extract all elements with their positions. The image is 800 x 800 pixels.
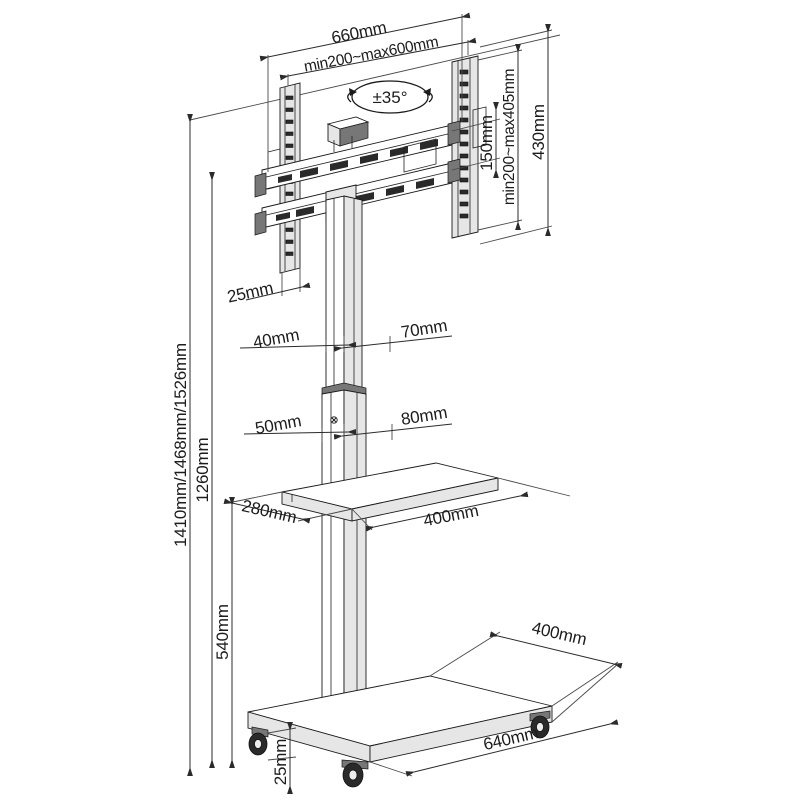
column-lower-section [321, 389, 367, 705]
tilt-lock-block [326, 116, 370, 152]
dim-vesa-vertical: min200~max405mm [477, 44, 523, 231]
column-height-label: 1260mm [193, 437, 212, 502]
dim-bracket-inner-height: 150mm [451, 102, 501, 178]
caster-front-left [248, 726, 269, 756]
shelf-height-label: 540mm [213, 604, 232, 660]
dim-bracket-height: 430mm [479, 24, 553, 245]
dim-overall-height: 1410mm/1468mm/1526mm [171, 114, 193, 776]
column-upper-section [325, 195, 363, 395]
tilt-angle-label: ±35° [372, 88, 407, 107]
caster-front-center [341, 759, 369, 788]
dim-column-width-upper: 70mm [333, 316, 453, 352]
dim-shelf-height: 540mm [213, 497, 235, 768]
caster-height-label: 25mm [271, 739, 290, 785]
bracket-inner-height-label: 150mm [477, 115, 496, 171]
bracket-end-caps [254, 120, 461, 236]
bracket-right-vertical-rail [451, 55, 487, 239]
overall-height-label: 1410mm/1468mm/1526mm [171, 343, 190, 547]
dim-column-height: 1260mm [193, 172, 215, 768]
bracket-height-label: 430mm [529, 104, 548, 160]
vesa-vertical-label: min200~max405mm [501, 69, 518, 205]
dim-caster-height: 25mm [267, 722, 297, 794]
tilt-angle-annotation: ±35° [347, 80, 433, 114]
vertical-column-assembly [319, 195, 369, 709]
